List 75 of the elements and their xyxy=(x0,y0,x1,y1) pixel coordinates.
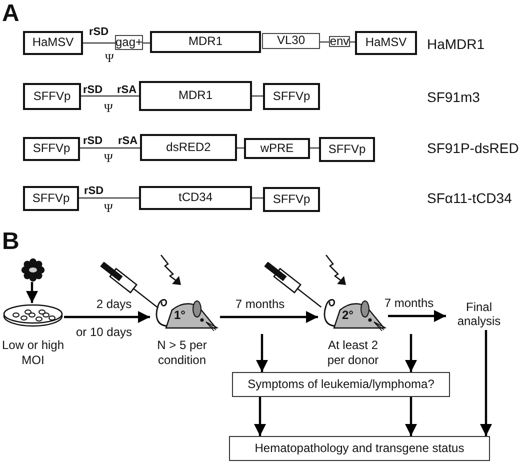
node-text: MDR1 xyxy=(188,35,222,49)
arrow xyxy=(220,311,318,323)
packaging-signal-label: Ψ xyxy=(104,101,113,116)
connector-line xyxy=(83,42,115,44)
arrow xyxy=(256,334,268,372)
process-box xyxy=(229,436,490,461)
packaging-signal-label: Ψ xyxy=(105,51,114,66)
mouse-label: 2° xyxy=(342,309,354,323)
splice-site-label: rSD xyxy=(89,26,109,38)
node-text: VL30 xyxy=(276,34,306,48)
construct-name: HaMDR1 xyxy=(427,36,485,52)
arrow xyxy=(26,282,38,303)
packaging-signal-label: Ψ xyxy=(104,201,113,216)
edge-label: 7 months xyxy=(383,296,435,310)
construct-name: SF91P-dsRED xyxy=(427,140,519,156)
node-text: Final analysis xyxy=(456,301,502,329)
node-text: MDR1 xyxy=(178,89,212,103)
arrow xyxy=(254,397,266,436)
gene-element-box xyxy=(263,187,320,212)
duration-label: or 10 days xyxy=(76,325,132,339)
node-text: Symptoms of leukemia/lymphoma? xyxy=(248,378,434,392)
gene-element-box xyxy=(262,33,320,49)
connector-line xyxy=(252,197,263,199)
gene-element-box xyxy=(23,31,83,55)
arrow xyxy=(388,310,446,322)
node-caption: Low or high MOI xyxy=(0,338,66,368)
node-text: SFFVp xyxy=(328,142,366,156)
gene-element-box xyxy=(139,81,252,111)
gene-element-box xyxy=(23,186,79,211)
node-text: SFFVp xyxy=(32,142,70,156)
node-text: SFFVp xyxy=(32,192,70,206)
node-caption: At least 2 per donor xyxy=(326,338,380,368)
node-text: wPRE xyxy=(260,142,294,156)
node-text: Hematopathology and transgene status xyxy=(254,442,464,456)
splice-site-label: rSD xyxy=(83,135,103,147)
arrow xyxy=(480,330,492,436)
node-text: SFFVp xyxy=(272,192,310,206)
construct-name: SF91m3 xyxy=(427,89,480,105)
gene-element-box xyxy=(139,186,252,210)
connector-line xyxy=(80,147,140,149)
node-text: HaMSV xyxy=(365,36,407,50)
node-text: SFFVp xyxy=(272,90,310,104)
gene-element-box xyxy=(263,83,320,110)
node-caption: N > 5 per condition xyxy=(156,338,208,368)
panel-letter: B xyxy=(2,228,20,256)
arrow xyxy=(405,334,417,372)
node-text: dsRED2 xyxy=(166,140,211,154)
splice-site-label: rSA xyxy=(118,135,138,147)
gene-element-box xyxy=(150,31,261,53)
node-text: tCD34 xyxy=(178,191,212,205)
gene-element-box xyxy=(140,134,237,161)
gene-element-box xyxy=(319,137,375,162)
splice-site-label: rSA xyxy=(117,84,137,96)
construct-name: SFα11-tCD34 xyxy=(427,190,512,206)
gene-element-box xyxy=(23,137,80,161)
packaging-signal-label: Ψ xyxy=(104,151,113,166)
node-text: env xyxy=(330,34,350,48)
splice-site-label: rSD xyxy=(83,84,103,96)
node-text: HaMSV xyxy=(32,36,74,50)
edge-label: 7 months xyxy=(234,297,286,311)
node-text: SFFVp xyxy=(33,90,71,104)
gene-element-box xyxy=(23,83,81,110)
node-text: gag+ xyxy=(115,36,143,50)
connector-line xyxy=(81,95,139,97)
connector-line xyxy=(252,95,263,97)
gene-element-box xyxy=(244,138,310,159)
mouse-label: 1° xyxy=(174,309,186,323)
arrow xyxy=(405,397,417,436)
connector-line xyxy=(79,197,139,199)
panel-letter: A xyxy=(2,0,20,28)
process-box xyxy=(232,372,450,397)
edge-label: 2 days xyxy=(95,297,133,311)
gene-element-box xyxy=(355,31,417,55)
arrow xyxy=(64,311,150,323)
splice-site-label: rSD xyxy=(84,185,104,197)
